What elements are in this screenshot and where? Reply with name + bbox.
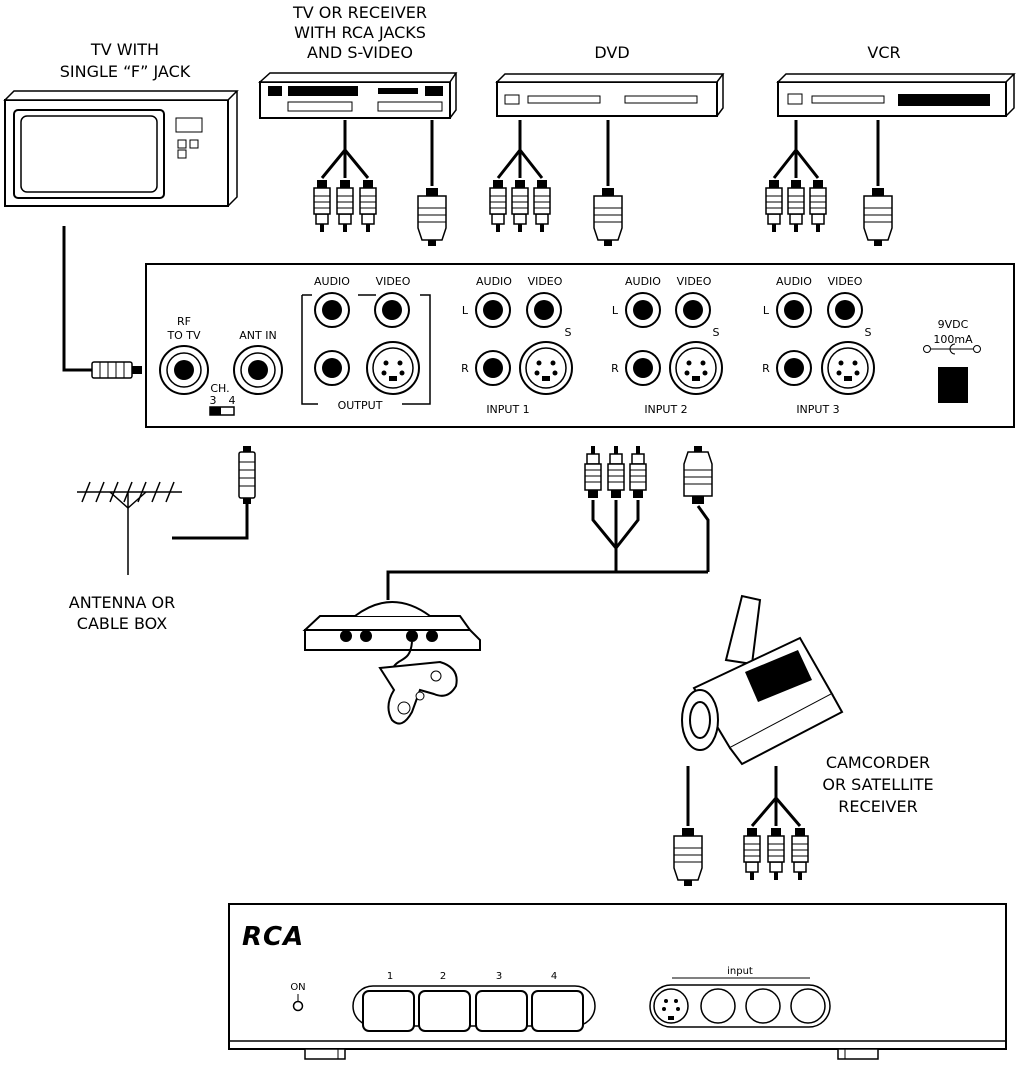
camcorder-plugs — [673, 827, 809, 887]
input-2-label: INPUT 2 — [644, 403, 687, 416]
to-tv-label: TO TV — [166, 329, 201, 342]
game-console-icon — [302, 601, 481, 725]
input-1-s-label: S — [565, 326, 572, 339]
on-label: ON — [290, 982, 305, 993]
console-plugs — [584, 445, 713, 505]
input-3-r-label: R — [762, 362, 770, 375]
input-1-group: AUDIO VIDEO L R S INPUT 1 — [461, 275, 573, 416]
select-button-2[interactable]: 2 — [418, 971, 471, 1032]
front-audio-left-jack — [745, 988, 781, 1024]
vcr-label: VCR — [867, 43, 900, 62]
antenna-label: ANTENNA OR CABLE BOX — [69, 593, 175, 633]
antenna-cable — [172, 503, 249, 540]
front-input-label: input — [727, 966, 753, 977]
dvd-label: DVD — [594, 43, 629, 62]
input-3-s-label: S — [865, 326, 872, 339]
front-video-jack — [700, 988, 736, 1024]
input-3-audio-label: AUDIO — [776, 275, 812, 288]
tv-f-jack-label-line-1: TV WITH — [90, 40, 159, 59]
select-button-2-label: 2 — [440, 971, 446, 982]
tv-receiver-label-line-2: WITH RCA JACKS — [294, 23, 426, 42]
select-button-3[interactable]: 3 — [475, 971, 528, 1032]
front-input-jacks: input — [649, 966, 831, 1028]
coax-plug — [91, 361, 142, 379]
ant-in-label: ANT IN — [239, 329, 276, 342]
channel-4-label: 4 — [229, 394, 236, 407]
tv-receiver-label: TV OR RECEIVER WITH RCA JACKS AND S-VIDE… — [292, 3, 427, 62]
console-cables — [386, 500, 710, 600]
channel-switch: CH. 3 4 — [209, 382, 236, 416]
antenna-coax-plug — [238, 446, 256, 504]
antenna-label-line-1: ANTENNA OR — [69, 593, 175, 612]
input-3-label: INPUT 3 — [796, 403, 839, 416]
top-plugs — [313, 179, 893, 247]
antenna-icon — [77, 481, 182, 575]
switch-back-panel — [145, 263, 1015, 428]
select-button-1-label: 1 — [387, 971, 393, 982]
receiver-icon — [258, 72, 458, 119]
input-1-audio-label: AUDIO — [476, 275, 512, 288]
rf-label: RF — [177, 315, 191, 328]
output-group: AUDIO VIDEO OUTPUT — [301, 275, 431, 412]
input-2-l-label: L — [612, 304, 619, 317]
input-1-label: INPUT 1 — [486, 403, 529, 416]
top-cables — [320, 120, 880, 186]
front-svideo-jack — [653, 988, 689, 1024]
select-button-3-label: 3 — [496, 971, 502, 982]
camcorder-label-line-2: OR SATELLITE — [822, 775, 933, 794]
vcr-icon — [776, 73, 1016, 117]
input-2-r-label: R — [611, 362, 619, 375]
switch-front-panel — [228, 903, 1007, 1060]
tv-f-jack-label-line-2: SINGLE “F” JACK — [60, 62, 191, 81]
power-jack: 9VDC 100mA — [923, 318, 981, 403]
input-selector-buttons: 1 2 3 4 — [352, 971, 596, 1032]
select-button-4[interactable]: 4 — [531, 971, 584, 1032]
power-indicator: ON — [290, 982, 306, 1012]
camcorder-icon — [681, 594, 844, 766]
output-audio-label: AUDIO — [314, 275, 350, 288]
front-audio-right-jack — [790, 988, 826, 1024]
input-3-video-label: VIDEO — [828, 275, 863, 288]
channel-label: CH. — [210, 382, 229, 395]
output-video-label: VIDEO — [376, 275, 411, 288]
input-2-s-label: S — [713, 326, 720, 339]
ant-in-jack: ANT IN — [233, 329, 283, 395]
select-button-4-label: 4 — [551, 971, 557, 982]
camcorder-cables — [686, 766, 802, 827]
tv-receiver-label-line-3: AND S-VIDEO — [307, 43, 413, 62]
input-3-l-label: L — [763, 304, 770, 317]
input-2-audio-label: AUDIO — [625, 275, 661, 288]
output-label: OUTPUT — [338, 399, 383, 412]
power-current-label: 100mA — [933, 333, 973, 346]
input-1-r-label: R — [461, 362, 469, 375]
tv-receiver-label-line-1: TV OR RECEIVER — [292, 3, 427, 22]
rca-logo: RCA — [242, 922, 304, 952]
dvd-icon — [495, 73, 725, 117]
camcorder-label-line-1: CAMCORDER — [826, 753, 930, 772]
select-button-1[interactable]: 1 — [362, 971, 415, 1032]
power-volts-label: 9VDC — [938, 318, 969, 331]
input-1-video-label: VIDEO — [528, 275, 563, 288]
input-2-group: AUDIO VIDEO L R S INPUT 2 — [611, 275, 723, 416]
input-3-group: AUDIO VIDEO L R S INPUT 3 — [762, 275, 875, 416]
tv-f-jack-label: TV WITH SINGLE “F” JACK — [60, 40, 191, 81]
tv-coax-cable — [62, 226, 92, 372]
input-1-l-label: L — [462, 304, 469, 317]
tv-icon — [3, 90, 239, 207]
camcorder-label-line-3: RECEIVER — [838, 797, 917, 816]
input-2-video-label: VIDEO — [677, 275, 712, 288]
camcorder-label: CAMCORDER OR SATELLITE RECEIVER — [822, 753, 933, 816]
rf-to-tv-jack: RF TO TV — [159, 315, 209, 395]
antenna-label-line-2: CABLE BOX — [77, 614, 167, 633]
channel-3-label: 3 — [210, 394, 217, 407]
